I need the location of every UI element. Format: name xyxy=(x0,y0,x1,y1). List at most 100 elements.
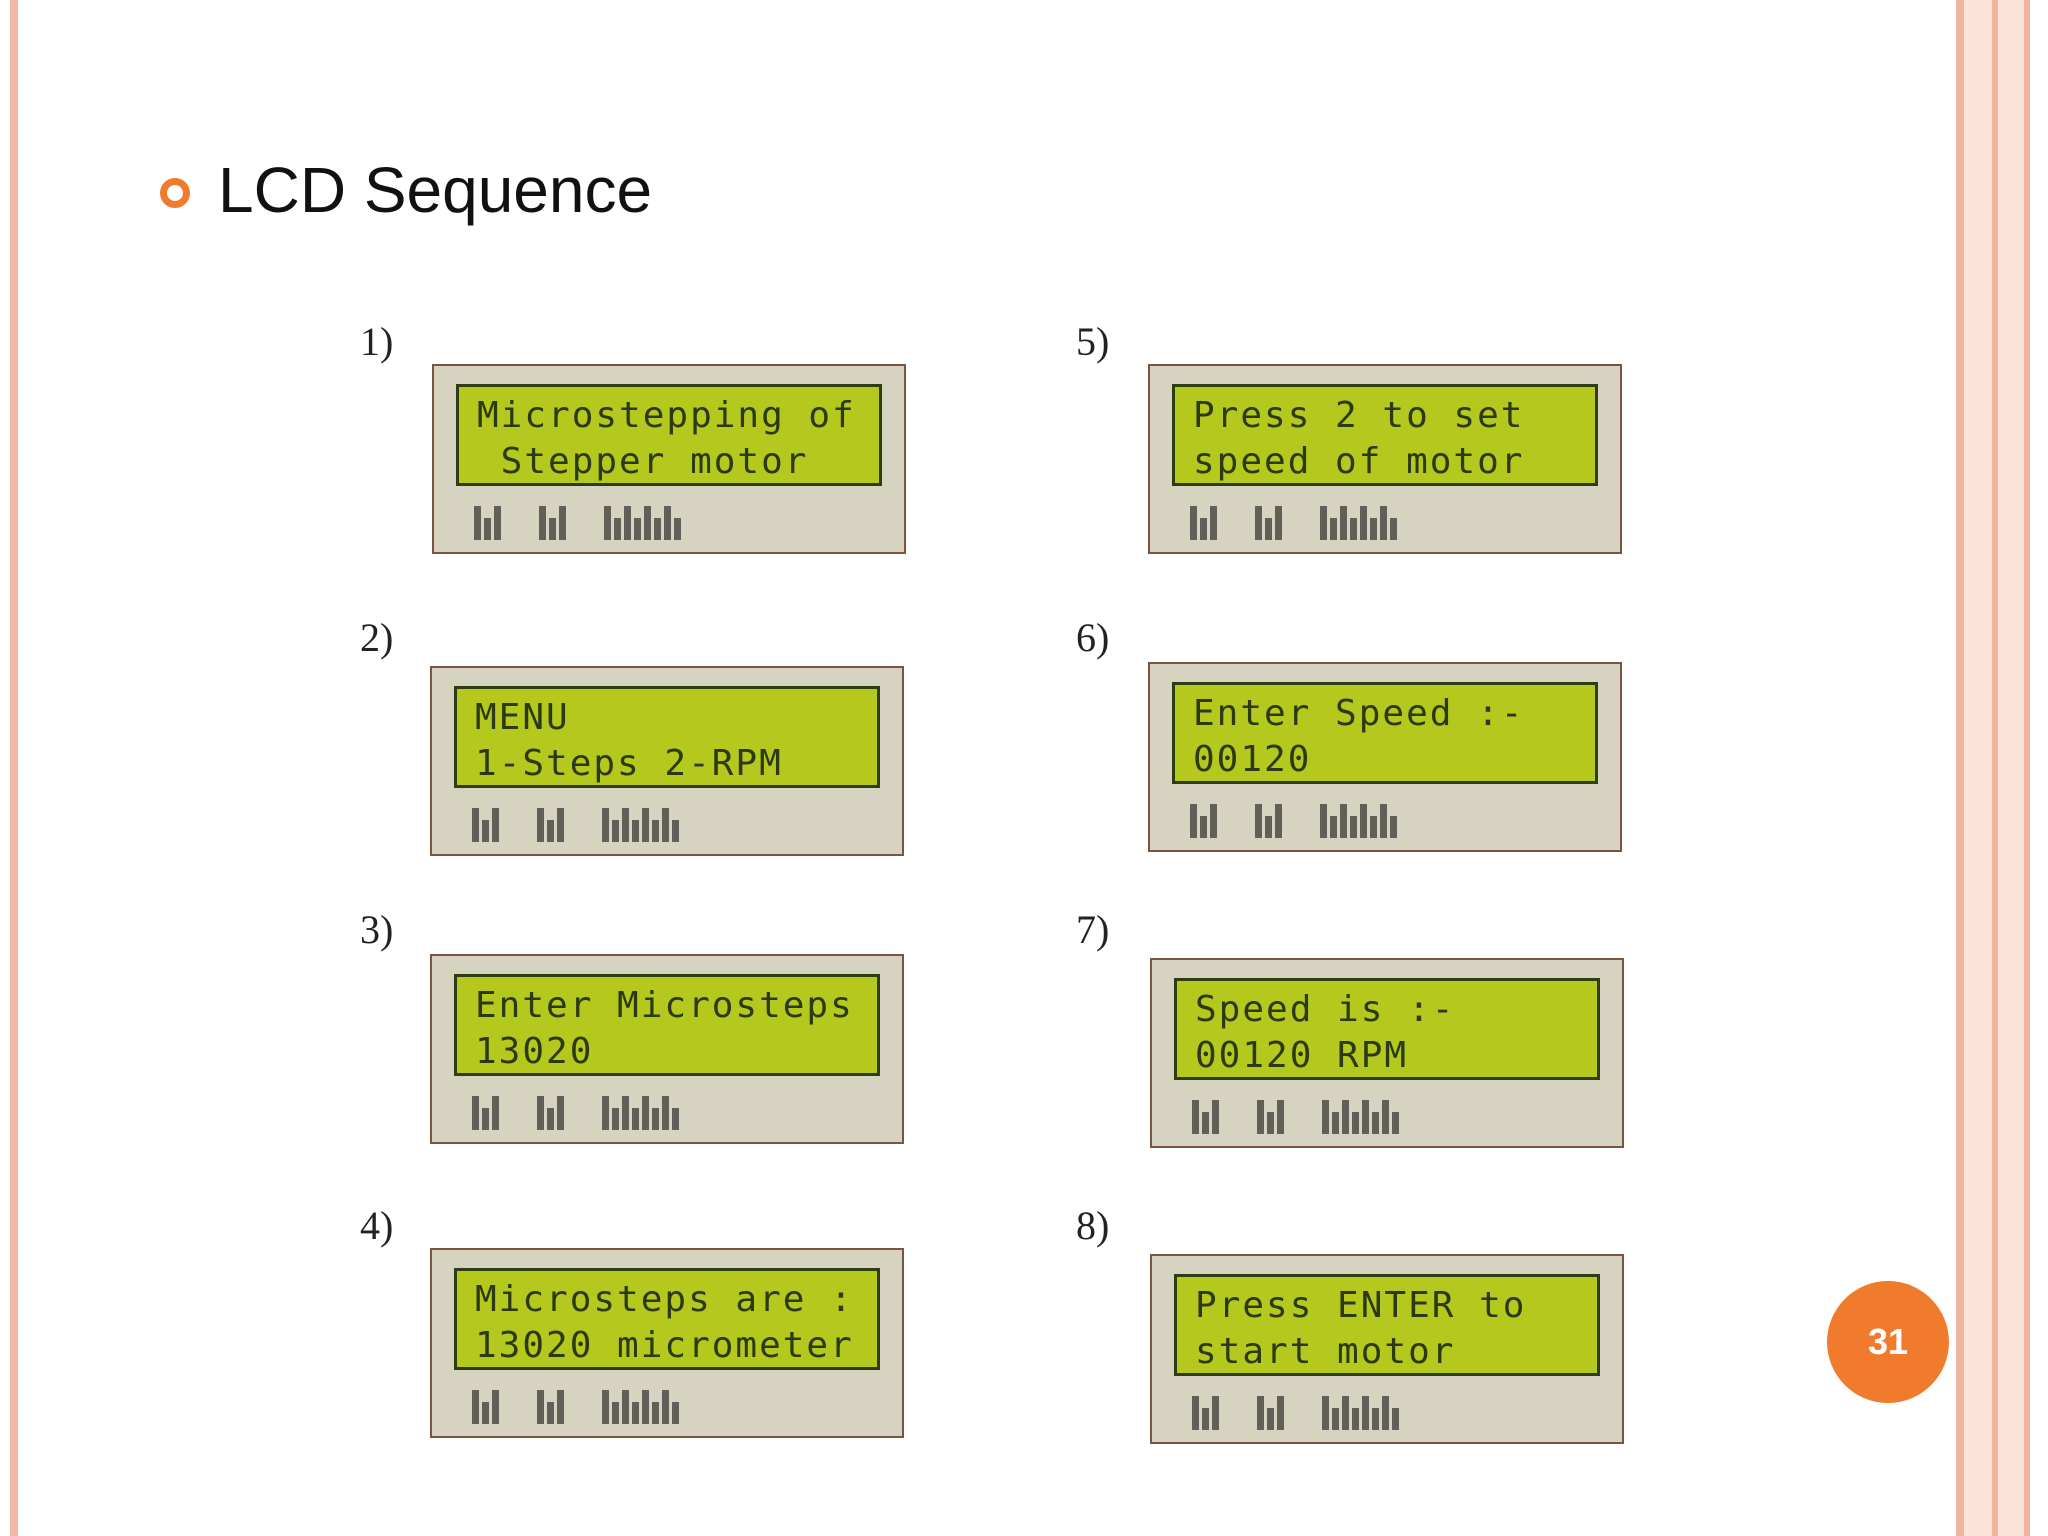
lcd-pin-labels xyxy=(1192,1394,1592,1432)
lcd-line-1: Enter Speed :- xyxy=(1193,693,1525,734)
pin-mark xyxy=(1382,1396,1389,1430)
lcd-screen: Microstepping of Stepper motor xyxy=(456,384,882,486)
pin-mark xyxy=(494,506,501,540)
lcd-display: Speed is :- 00120 RPM xyxy=(1150,958,1624,1148)
pin-mark xyxy=(1267,1408,1274,1430)
pin-group xyxy=(1255,506,1282,540)
pin-mark xyxy=(547,820,554,842)
pin-mark xyxy=(1360,506,1367,540)
pin-mark xyxy=(664,506,671,540)
lcd-pin-labels xyxy=(1190,802,1590,840)
lcd-line-1: Press 2 to set xyxy=(1193,395,1525,436)
pin-mark xyxy=(612,820,619,842)
pin-mark xyxy=(1320,804,1327,838)
pin-mark xyxy=(1342,1100,1349,1134)
pin-mark xyxy=(1340,506,1347,540)
pin-mark xyxy=(1392,1112,1399,1134)
step-label: 4) xyxy=(360,1203,394,1248)
pin-mark xyxy=(1277,1100,1284,1134)
left-border-decoration xyxy=(10,0,18,1536)
pin-mark xyxy=(1350,816,1357,838)
pin-mark xyxy=(654,518,661,540)
pin-mark xyxy=(547,1402,554,1424)
pin-mark xyxy=(632,1108,639,1130)
pin-mark xyxy=(1352,1112,1359,1134)
step-label: 7) xyxy=(1076,907,1110,952)
pin-mark xyxy=(672,1108,679,1130)
pin-mark xyxy=(1192,1100,1199,1134)
lcd-line-1: Microstepping of xyxy=(477,395,856,436)
pin-group xyxy=(1257,1100,1284,1134)
pin-mark xyxy=(1382,1100,1389,1134)
pin-mark xyxy=(1210,804,1217,838)
lcd-pin-labels xyxy=(472,1094,872,1132)
pin-mark xyxy=(1265,518,1272,540)
lcd-display: Microsteps are : 13020 micrometer xyxy=(430,1248,904,1438)
lcd-line-2: speed of motor xyxy=(1193,441,1525,482)
pin-group xyxy=(602,1390,679,1424)
lcd-pin-labels xyxy=(1190,504,1590,542)
pin-mark xyxy=(1255,804,1262,838)
lcd-line-2: 13020 micrometer xyxy=(475,1325,854,1366)
lcd-line-1: Speed is :- xyxy=(1195,989,1456,1030)
pin-mark xyxy=(1277,1396,1284,1430)
pin-group xyxy=(1190,804,1217,838)
pin-mark xyxy=(642,1390,649,1424)
lcd-line-2: 13020 xyxy=(475,1031,594,1072)
pin-mark xyxy=(472,1390,479,1424)
right-border-decoration xyxy=(1964,0,1992,1536)
pin-mark xyxy=(1360,804,1367,838)
step-label: 5) xyxy=(1076,319,1110,364)
lcd-line-1: Press ENTER to xyxy=(1195,1285,1527,1326)
lcd-display: Microstepping of Stepper motor xyxy=(432,364,906,554)
pin-mark xyxy=(604,506,611,540)
right-border-decoration xyxy=(1998,0,2024,1536)
step-label: 3) xyxy=(360,907,394,952)
pin-mark xyxy=(662,1390,669,1424)
pin-mark xyxy=(602,808,609,842)
pin-mark xyxy=(537,1096,544,1130)
pin-mark xyxy=(1322,1100,1329,1134)
pin-mark xyxy=(1202,1112,1209,1134)
pin-mark xyxy=(1257,1100,1264,1134)
pin-mark xyxy=(1212,1100,1219,1134)
lcd-display: Press ENTER to start motor xyxy=(1150,1254,1624,1444)
pin-mark xyxy=(1332,1112,1339,1134)
pin-mark xyxy=(1362,1100,1369,1134)
pin-mark xyxy=(1390,816,1397,838)
pin-mark xyxy=(1320,506,1327,540)
pin-group xyxy=(1320,804,1397,838)
pin-mark xyxy=(624,506,631,540)
pin-mark xyxy=(547,1108,554,1130)
pin-mark xyxy=(622,808,629,842)
lcd-line-2: 00120 RPM xyxy=(1195,1035,1409,1076)
pin-mark xyxy=(674,518,681,540)
pin-mark xyxy=(1255,506,1262,540)
pin-mark xyxy=(559,506,566,540)
pin-group xyxy=(474,506,501,540)
pin-mark xyxy=(1340,804,1347,838)
pin-group xyxy=(472,808,499,842)
pin-mark xyxy=(642,1096,649,1130)
pin-group xyxy=(472,1096,499,1130)
right-border-decoration xyxy=(2024,0,2030,1536)
pin-mark xyxy=(1352,1408,1359,1430)
pin-mark xyxy=(472,808,479,842)
pin-mark xyxy=(1372,1112,1379,1134)
pin-mark xyxy=(484,518,491,540)
pin-mark xyxy=(614,518,621,540)
lcd-line-2: Stepper motor xyxy=(477,441,809,482)
pin-mark xyxy=(634,518,641,540)
pin-mark xyxy=(1275,804,1282,838)
lcd-screen: MENU 1-Steps 2-RPM xyxy=(454,686,880,788)
pin-mark xyxy=(662,808,669,842)
pin-mark xyxy=(672,820,679,842)
lcd-display: Enter Speed :- 00120 xyxy=(1148,662,1622,852)
right-border-decoration xyxy=(1992,0,1998,1536)
lcd-screen: Speed is :- 00120 RPM xyxy=(1174,978,1600,1080)
pin-group xyxy=(1320,506,1397,540)
pin-mark xyxy=(549,518,556,540)
pin-mark xyxy=(1192,1396,1199,1430)
pin-mark xyxy=(1267,1112,1274,1134)
pin-mark xyxy=(1332,1408,1339,1430)
